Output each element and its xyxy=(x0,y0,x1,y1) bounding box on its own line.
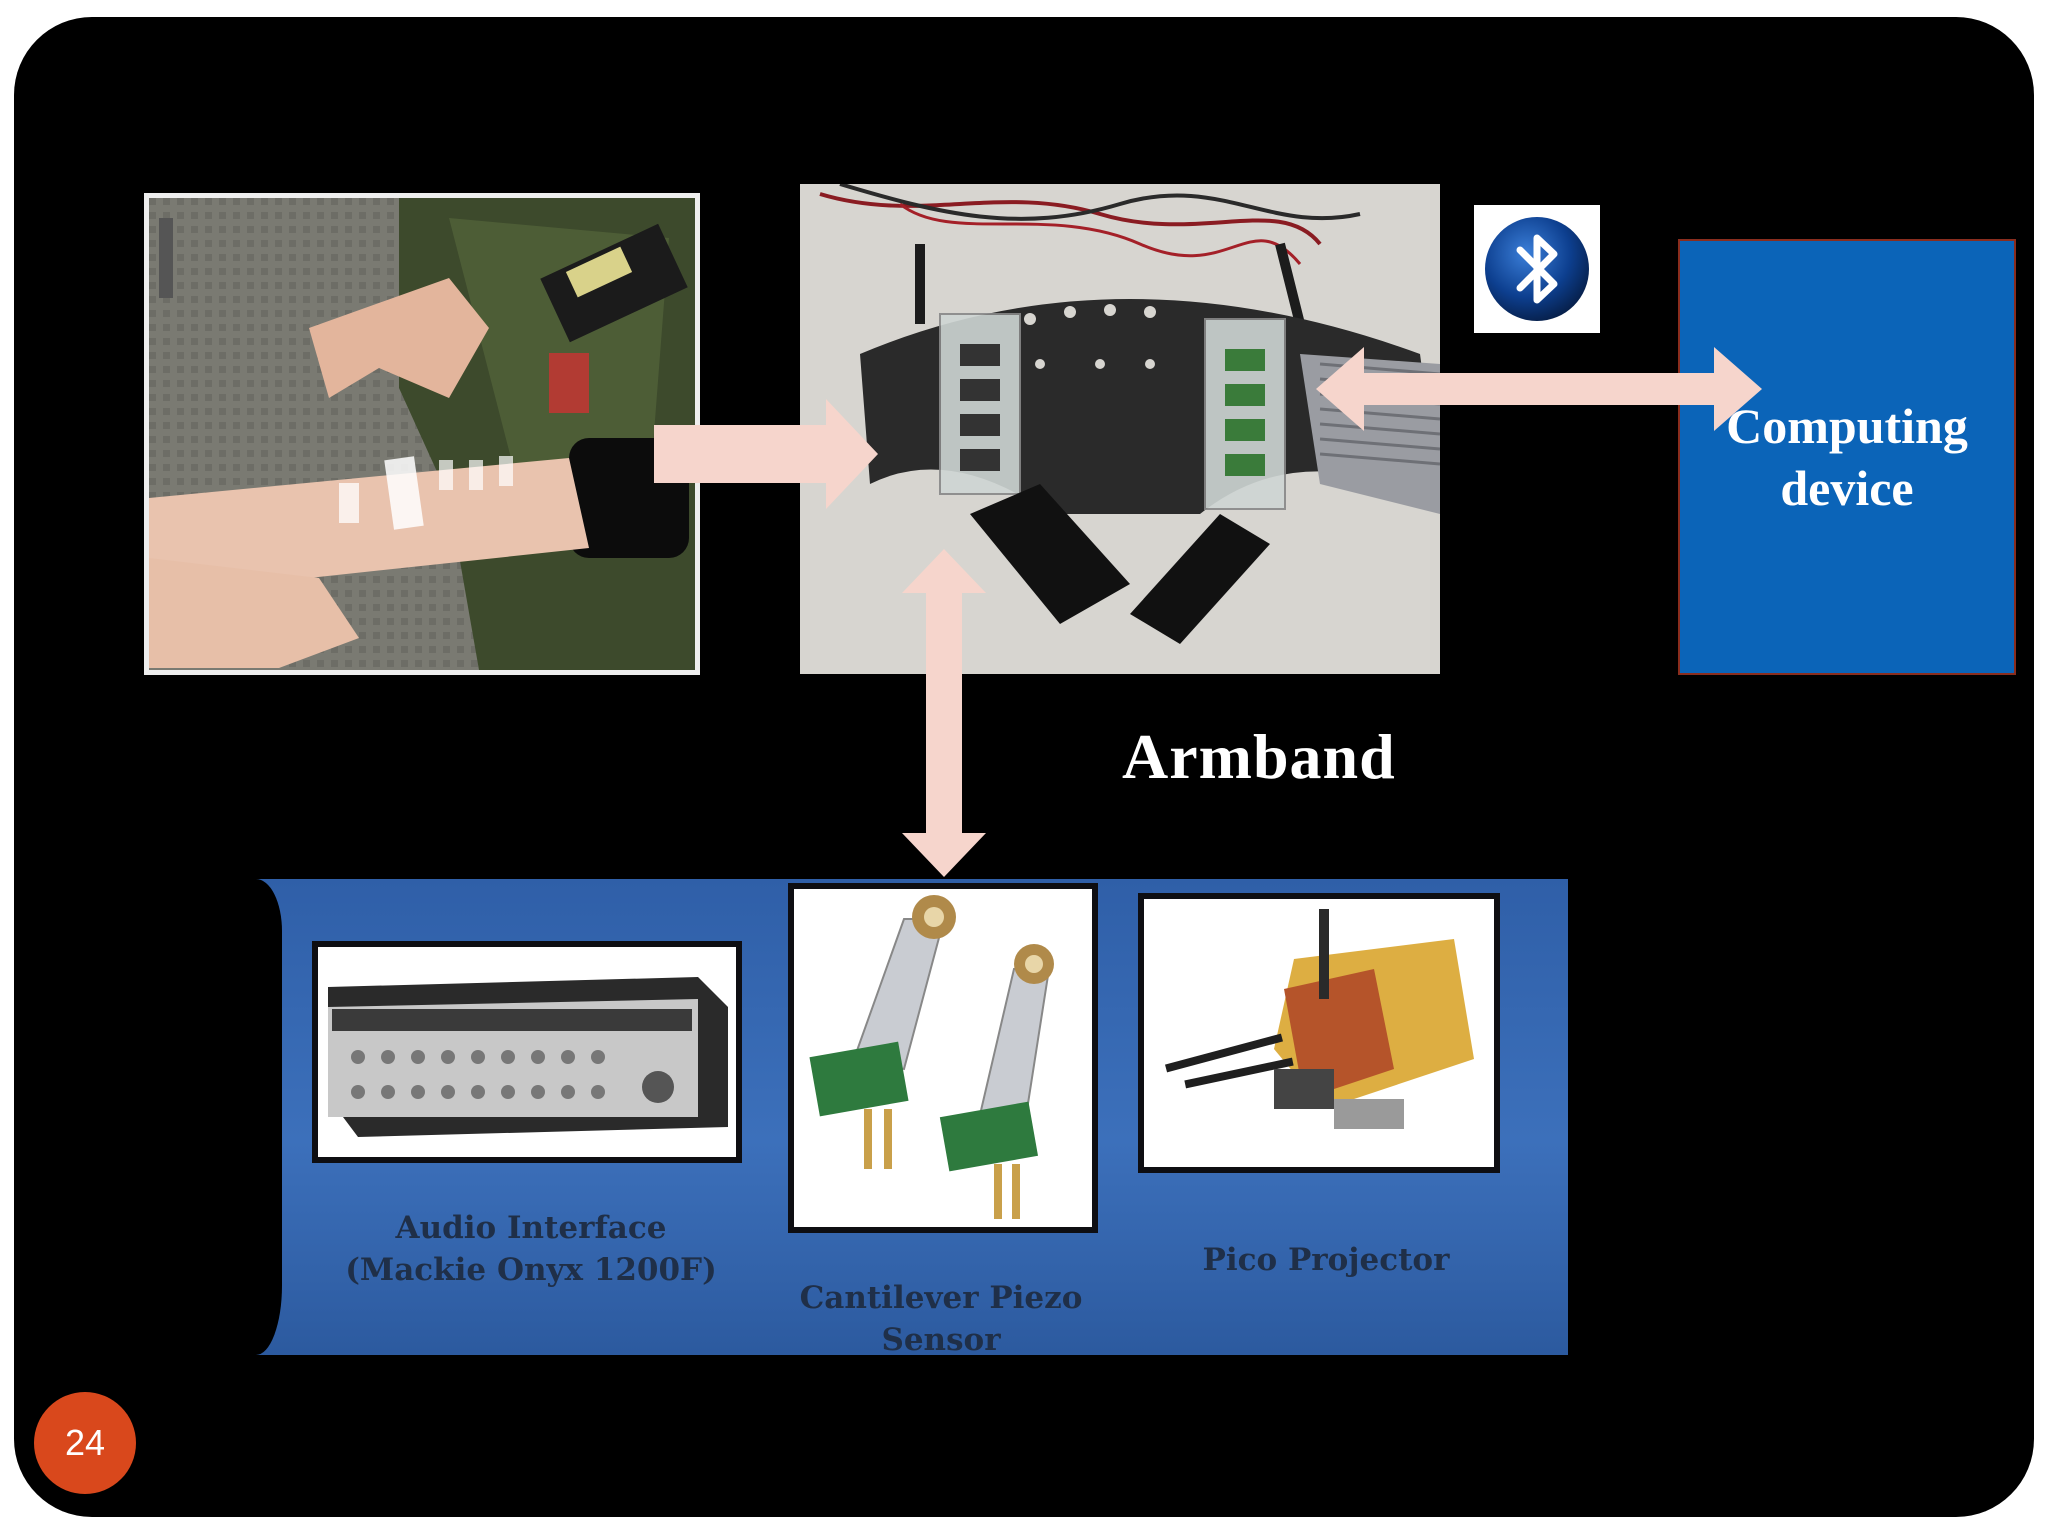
slide: Computing device Armband xyxy=(14,17,2034,1517)
bluetooth-badge xyxy=(1474,205,1600,333)
arrow-armband-computing xyxy=(1316,347,1762,431)
armband-illustration xyxy=(800,184,1440,674)
panel-edge xyxy=(256,879,282,1355)
piezo-sensor-caption: Cantilever Piezo Sensor xyxy=(799,1280,1083,1355)
arm-projection-photo xyxy=(144,193,700,675)
computing-device-box: Computing device xyxy=(1678,239,2016,675)
audio-interface-caption: Audio Interface (Mackie Onyx 1200F) xyxy=(345,1210,717,1288)
pico-projector-illustration xyxy=(1144,899,1494,1167)
audio-interface-image xyxy=(312,941,742,1163)
page-number-badge: 24 xyxy=(34,1392,136,1494)
computing-device-label: Computing device xyxy=(1726,398,1968,516)
armband-photo xyxy=(800,184,1440,674)
armband-label: Armband xyxy=(1122,721,1396,792)
pico-projector-image xyxy=(1138,893,1500,1173)
pico-projector-caption: Pico Projector xyxy=(1202,1242,1450,1278)
bluetooth-icon xyxy=(1485,217,1589,321)
connector-arrows xyxy=(654,347,1762,877)
arrow-photo-to-armband xyxy=(654,399,878,509)
piezo-sensor-image xyxy=(788,883,1098,1233)
audio-interface-illustration xyxy=(318,947,736,1157)
components-panel: Audio Interface (Mackie Onyx 1200F) Cant… xyxy=(256,879,1568,1355)
piezo-sensor-illustration xyxy=(794,889,1092,1227)
arm-projection-illustration xyxy=(149,198,695,670)
arrow-armband-components xyxy=(902,549,986,877)
